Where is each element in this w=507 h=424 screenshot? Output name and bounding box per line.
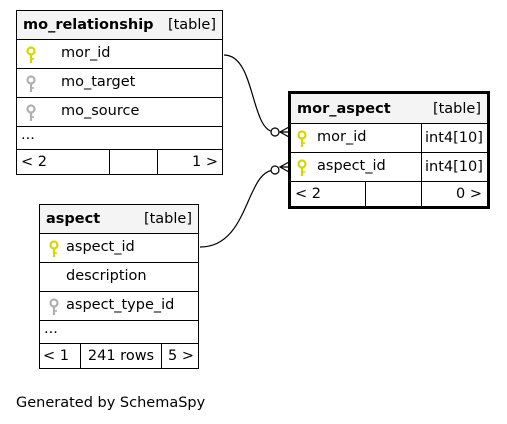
table-kind: [table] — [143, 211, 192, 227]
table-header: mor_aspect [table] — [291, 94, 487, 124]
edge-mo-relationship-to-mor-aspect — [223, 54, 276, 133]
edge-aspect-optional-marker — [270, 165, 280, 175]
table-mor-aspect[interactable]: mor_aspect [table] mor_id int4[10] aspec… — [288, 91, 490, 209]
column-row-description[interactable]: description — [40, 263, 198, 292]
more-columns-ellipsis: ... — [40, 321, 198, 344]
table-mo-relationship[interactable]: mo_relationship [table] mor_id mo_target… — [16, 10, 223, 175]
table-footer: < 2 1 > — [17, 150, 222, 174]
column-type: int4[10] — [425, 130, 483, 146]
children-link[interactable]: 5 > — [168, 348, 194, 364]
children-link[interactable]: 1 > — [192, 154, 218, 170]
primary-key-icon — [297, 130, 307, 148]
parents-link[interactable]: < 2 — [17, 150, 110, 174]
table-aspect[interactable]: aspect [table] aspect_id description asp… — [39, 204, 199, 369]
column-row-aspect-id[interactable]: aspect_id int4[10] — [291, 153, 487, 182]
column-row-mo-source[interactable]: mo_source — [17, 98, 222, 127]
column-row-aspect-id[interactable]: aspect_id — [40, 234, 198, 263]
column-name: aspect_type_id — [66, 297, 175, 313]
foreign-key-icon — [49, 298, 59, 316]
table-name: aspect — [46, 211, 101, 227]
column-name: mo_source — [61, 103, 140, 119]
more-columns-ellipsis: ... — [17, 127, 222, 150]
column-name: description — [66, 268, 147, 284]
table-kind: [table] — [167, 17, 216, 33]
column-name: mor_id — [317, 129, 367, 145]
edge-aspect-to-mor-aspect — [199, 169, 276, 248]
primary-key-icon — [26, 46, 36, 64]
parents-link[interactable]: < 1 — [40, 344, 81, 368]
foreign-key-icon — [26, 75, 36, 93]
table-footer: < 2 0 > — [291, 182, 487, 206]
parents-link[interactable]: < 2 — [291, 182, 366, 206]
primary-key-icon — [297, 159, 307, 177]
table-header: mo_relationship [table] — [17, 11, 222, 40]
column-name: mo_target — [61, 74, 136, 90]
column-row-mor-id[interactable]: mor_id int4[10] — [291, 124, 487, 153]
table-footer: < 1 241 rows 5 > — [40, 344, 198, 368]
foreign-key-icon — [26, 104, 36, 122]
table-kind: [table] — [432, 100, 481, 117]
children-link[interactable]: 0 > — [456, 186, 482, 202]
table-name: mor_aspect — [297, 100, 391, 117]
generated-by-text: Generated by SchemaSpy — [16, 395, 206, 411]
edge-aspect-crowfoot — [278, 161, 290, 173]
table-name: mo_relationship — [23, 17, 154, 33]
table-header: aspect [table] — [40, 205, 198, 234]
row-count — [366, 182, 422, 206]
column-name: aspect_id — [317, 158, 386, 174]
column-row-aspect-type-id[interactable]: aspect_type_id — [40, 292, 198, 321]
edge-mo-relationship-optional-marker — [270, 127, 280, 137]
primary-key-icon — [49, 240, 59, 258]
row-count — [110, 150, 158, 174]
column-type: int4[10] — [425, 159, 483, 175]
column-row-mo-target[interactable]: mo_target — [17, 69, 222, 98]
column-row-mor-id[interactable]: mor_id — [17, 40, 222, 69]
row-count: 241 rows — [81, 344, 162, 368]
column-name: mor_id — [61, 45, 111, 61]
column-name: aspect_id — [66, 239, 135, 255]
edge-mo-relationship-crowfoot — [278, 126, 290, 138]
